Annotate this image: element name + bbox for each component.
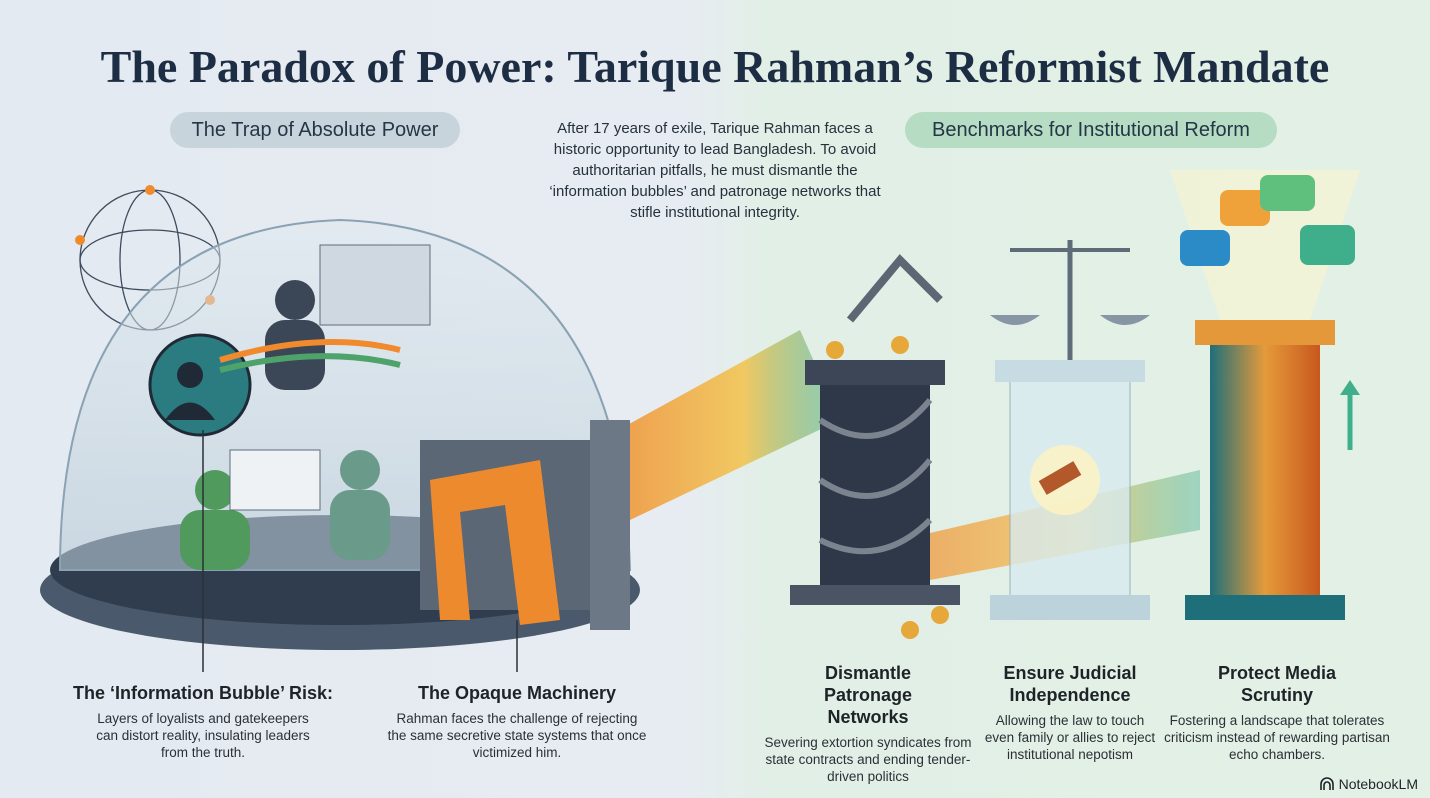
intro-text: After 17 years of exile, Tarique Rahman … [549,120,881,221]
brand-label: NotebookLM [1338,776,1418,792]
broken-pillar-chains [790,254,960,639]
benchmark-text: Severing extortion syndicates from state… [764,735,972,784]
benchmark-judicial: Ensure Judicial Independence Allowing th… [982,662,1158,763]
benchmark-title: Protect Media Scrutiny [1217,663,1337,705]
risk-title: The Opaque Machinery [417,683,617,703]
notebooklm-brand: NotebookLM [1319,776,1418,792]
benchmark-patronage: Dismantle Patronage Networks Severing ex… [762,662,974,785]
risk-text: Layers of loyalists and gatekeepers can … [96,711,310,760]
benchmark-title: Ensure Judicial Independence [1003,663,1137,705]
right-section-heading: Benchmarks for Institutional Reform [905,112,1277,148]
page-title: The Paradox of Power: Tarique Rahman’s R… [100,41,1330,92]
benchmark-text: Fostering a landscape that tolerates cri… [1164,713,1390,762]
justice-pillar [990,240,1150,620]
risk-text: Rahman faces the challenge of rejecting … [387,711,647,760]
benchmark-media: Protect Media Scrutiny Fostering a lands… [1164,662,1390,763]
risk-information-bubble: The ‘Information Bubble’ Risk: Layers of… [60,682,346,761]
risk-opaque-machinery: The Opaque Machinery Rahman faces the ch… [387,682,647,761]
risk-title: The ‘Information Bubble’ Risk: [72,683,333,703]
benchmark-title: Dismantle Patronage Networks [823,663,913,727]
media-pillar [1170,170,1360,620]
notebooklm-logo-icon [1319,777,1334,790]
maze-machinery [420,420,630,630]
benchmark-text: Allowing the law to touch even family or… [984,713,1156,762]
left-section-heading: The Trap of Absolute Power [170,112,460,148]
